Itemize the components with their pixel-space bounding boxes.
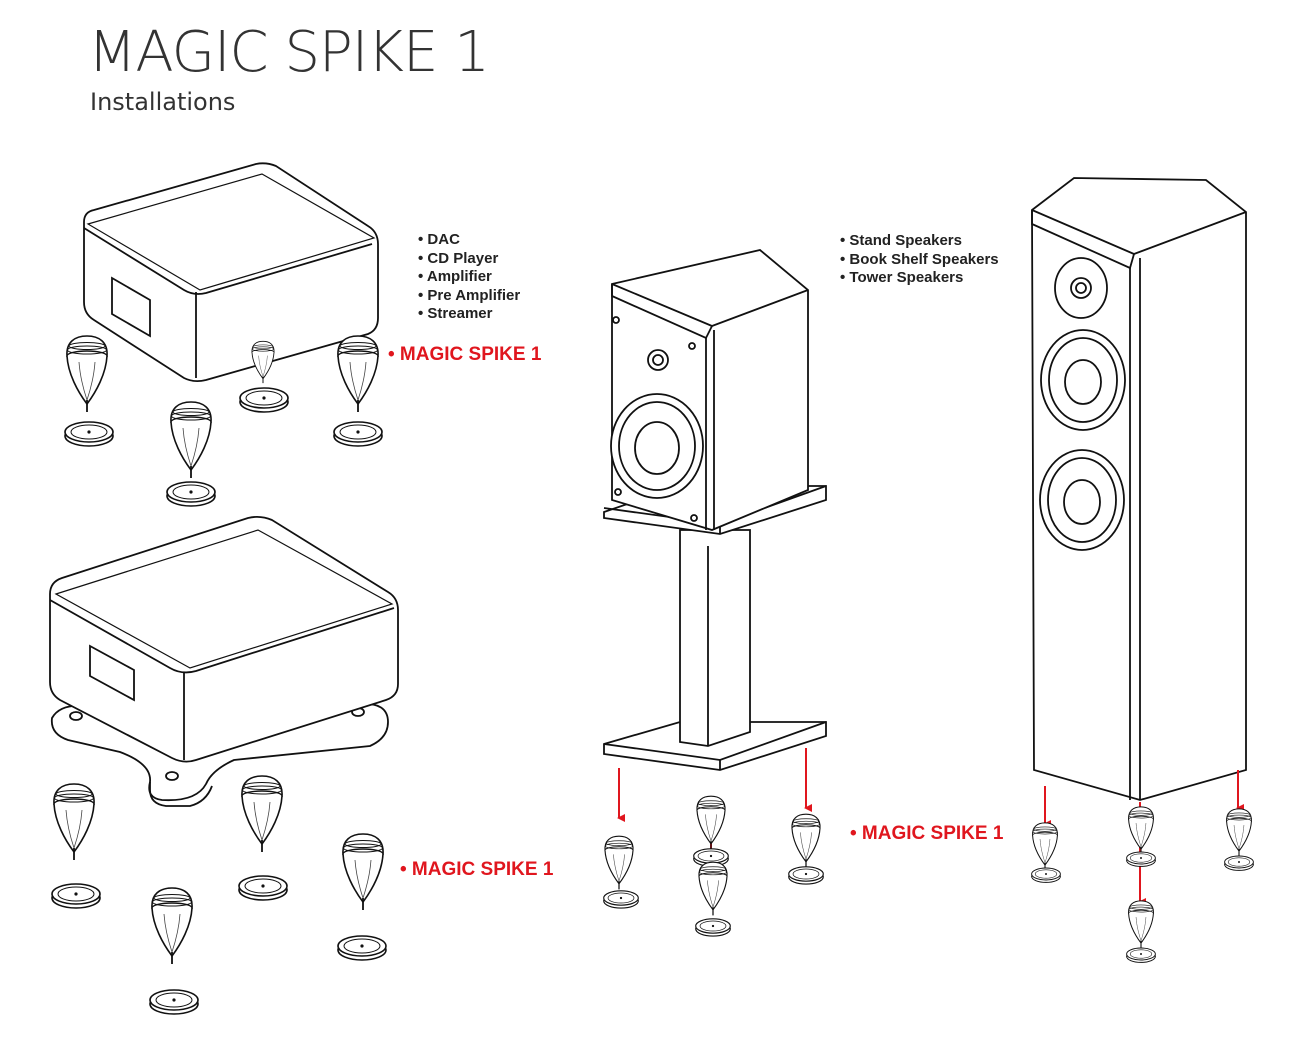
list-item: Pre Amplifier [418,287,520,306]
list-item: DAC [418,231,520,250]
spike-label-speakers: • MAGIC SPIKE 1 [850,823,1004,844]
list-item: Stand Speakers [840,232,999,251]
disc-1 [64,421,114,447]
component-list: DAC CD Player Amplifier Pre Amplifier St… [418,231,520,324]
disc-14 [1126,851,1156,867]
disc-6 [238,875,288,901]
spike-9 [696,795,726,851]
spike-1 [66,335,108,413]
disc-13 [1031,867,1061,883]
component-box-bottom [49,515,399,763]
disc-2 [239,387,289,413]
spike-15 [1127,900,1155,949]
disc-8 [149,989,199,1015]
disc-9 [603,890,639,909]
disc-4 [166,481,216,507]
disc-7 [337,935,387,961]
spike-8 [604,835,634,891]
page-subtitle: Installations [90,88,236,116]
spike-14 [1225,808,1253,857]
spike-13 [1127,806,1155,855]
disc-3 [333,421,383,447]
spike-label-components: • MAGIC SPIKE 1 [388,344,542,365]
spike-7 [151,887,193,965]
component-box-top [83,162,379,383]
spike-12 [1031,822,1059,871]
spike-4 [53,783,95,861]
disc-5 [51,883,101,909]
list-item: Tower Speakers [840,269,999,288]
list-item: Amplifier [418,268,520,287]
spike-3 [170,401,212,479]
spike-10 [698,861,728,917]
list-item: Streamer [418,305,520,324]
spike-label-plate: • MAGIC SPIKE 1 [400,859,554,880]
list-item: Book Shelf Speakers [840,251,998,270]
list-item: CD Player [418,250,520,269]
spike-11 [791,813,821,869]
page-title: MAGIC SPIKE 1 [88,20,490,85]
spike-2 [337,335,379,413]
speaker-list: Stand Speakers Book Shelf Speakers Tower… [840,232,999,288]
bookshelf-speaker [610,249,809,531]
tower-speaker [1031,177,1247,801]
disc-15 [1224,855,1254,871]
spike-5 [241,775,283,853]
disc-12 [788,866,824,885]
spike-6 [342,833,384,911]
disc-16 [1126,947,1156,963]
disc-11 [695,918,731,937]
spike-under-box-top [251,340,275,384]
